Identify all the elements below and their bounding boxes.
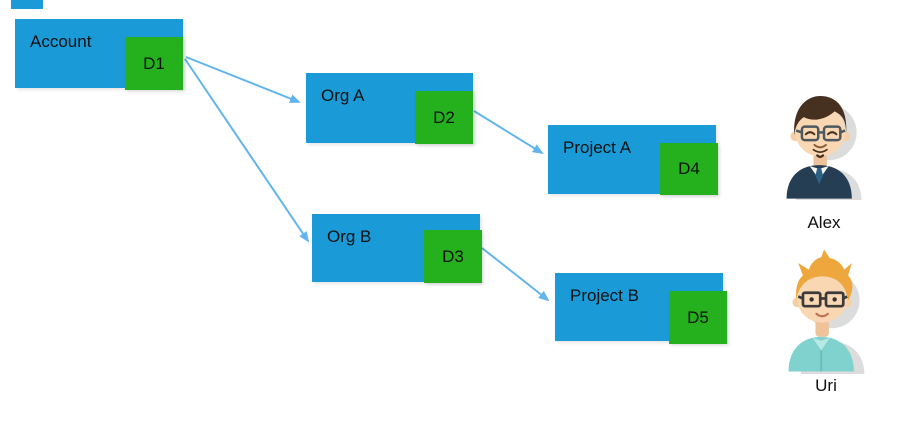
node-label: Org B: [327, 227, 372, 246]
node-label: Account: [30, 32, 92, 51]
user-name-uri: Uri: [815, 376, 837, 395]
edge-d1-org-a: [185, 56, 301, 103]
clipped-box-fragment: [11, 0, 43, 9]
edge-d1-org-b: [184, 58, 310, 243]
node-org-a: Org A D2: [306, 73, 473, 144]
badge-d2: D2: [415, 91, 473, 144]
node-label: Project A: [563, 138, 632, 157]
badge-d3: D3: [424, 230, 482, 283]
edge-d2-project-a: [473, 110, 544, 155]
avatar-uri-icon: [788, 249, 865, 374]
edge-d3-project-b: [481, 247, 550, 302]
badge-d1: D1: [125, 37, 183, 90]
badge-d5: D5: [669, 291, 727, 344]
node-org-b: Org B D3: [312, 214, 482, 283]
node-account: Account D1: [15, 19, 183, 90]
user-name-alex: Alex: [807, 213, 841, 232]
avatar-alex-icon: [786, 95, 862, 200]
badge-d4: D4: [660, 143, 718, 195]
node-label: Project B: [570, 286, 639, 305]
node-label: Org A: [321, 86, 365, 105]
node-project-a: Project A D4: [548, 125, 718, 195]
node-project-b: Project B D5: [555, 273, 727, 344]
